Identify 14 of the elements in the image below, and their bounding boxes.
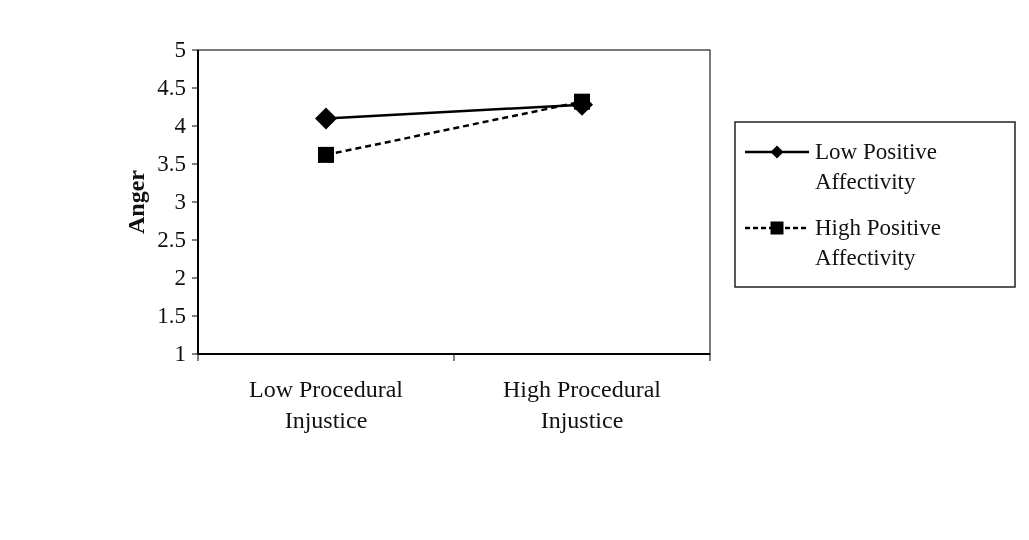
y-tick-label: 2.5: [157, 227, 186, 253]
y-tick-label: 2: [174, 265, 186, 291]
y-tick-label: 4.5: [157, 75, 186, 101]
x-category-label: High Procedural Injustice: [502, 375, 662, 435]
y-tick-label: 3: [174, 189, 186, 215]
legend-label: High Positive Affectivity: [815, 214, 942, 272]
y-axis-title: Anger: [122, 170, 150, 234]
y-tick-label: 1.5: [157, 303, 186, 329]
legend-label: Low Positive Affectivity: [815, 138, 939, 196]
x-category-label: Low Procedural Injustice: [248, 375, 404, 435]
y-tick-label: 5: [174, 37, 186, 63]
y-tick-label: 3.5: [157, 151, 186, 177]
y-tick-label: 1: [174, 341, 186, 367]
y-tick-label: 4: [174, 113, 186, 139]
